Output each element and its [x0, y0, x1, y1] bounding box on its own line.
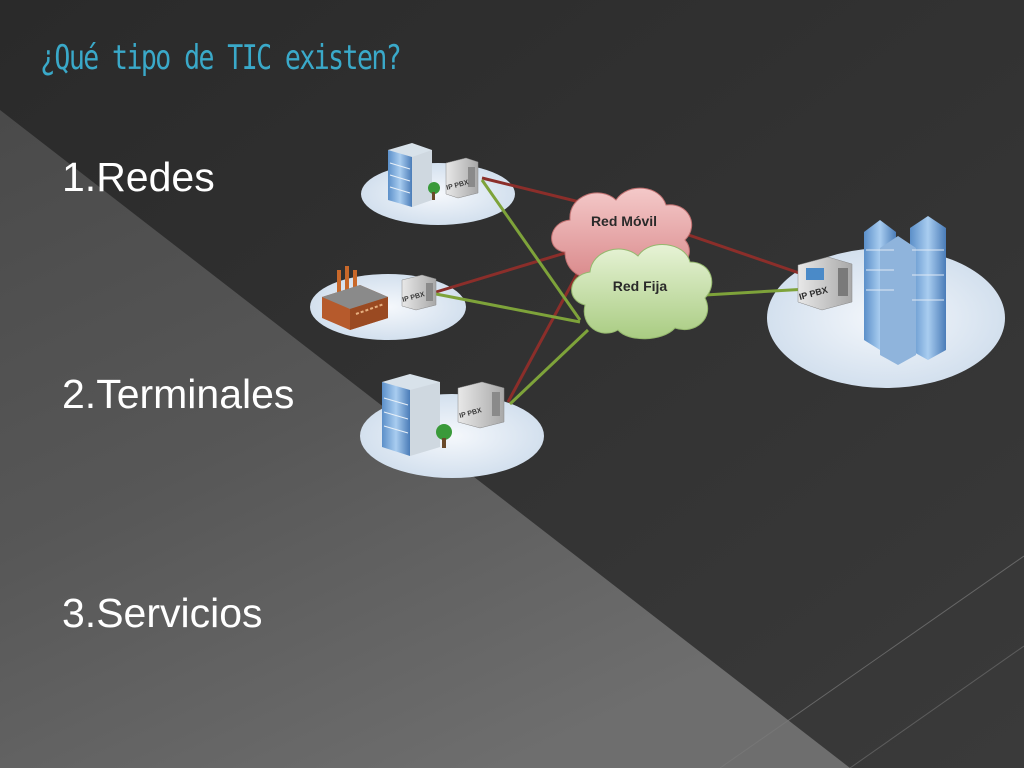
ip-pbx-icon: IP PBX — [457, 381, 505, 429]
item-servicios: 3.Servicios — [62, 590, 263, 636]
slide-title: ¿Qué tipo de TIC existen? — [40, 38, 402, 78]
fixed-network-label: Red Fija — [613, 278, 668, 294]
skyscraper-icon — [864, 216, 946, 365]
mobile-network-label: Red Móvil — [591, 213, 657, 229]
factory-icon — [322, 266, 388, 330]
fixed-network-links — [435, 179, 809, 406]
ip-pbx-icon: IP PBX — [446, 157, 479, 199]
office-building-icon — [388, 143, 440, 207]
ip-pbx-icon: IP PBX — [797, 256, 853, 311]
fixed-network-cloud: Red Fija — [571, 244, 713, 340]
item-redes: 1.Redes — [62, 154, 215, 200]
office-building-icon — [382, 374, 452, 456]
ip-pbx-icon: IP PBX — [402, 274, 437, 311]
item-terminales: 2.Terminales — [62, 371, 295, 417]
